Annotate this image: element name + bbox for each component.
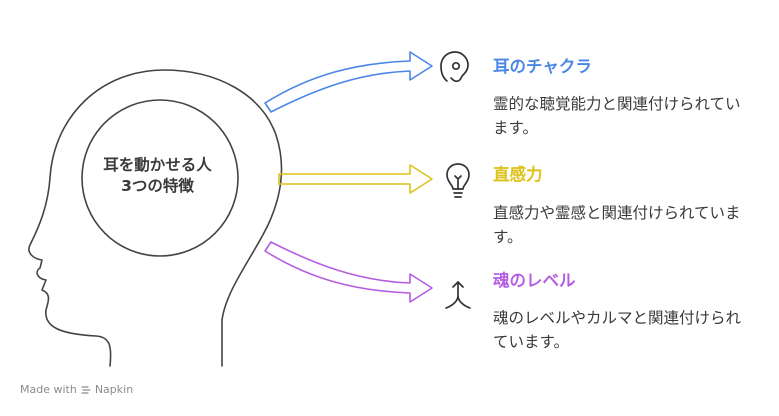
item-desc-intuition: 直感力や霊感と関連付けられています。: [493, 204, 741, 246]
head-silhouette: [28, 69, 283, 367]
item-title-ear-chakra: 耳のチャクラ: [493, 57, 592, 76]
footer-credit: Made with Napkin: [20, 383, 133, 396]
footer-made-with: Made with: [20, 383, 77, 396]
item-title-soul-level: 魂のレベル: [493, 271, 576, 290]
arrow-intuition: [278, 164, 433, 194]
center-title-line1: 耳を動かせる人: [103, 156, 212, 174]
center-circle: [81, 99, 239, 257]
ear-icon: [440, 51, 469, 83]
center-title-line2: 3つの特徴: [121, 177, 194, 195]
center-title: 耳を動かせる人 3つの特徴: [80, 155, 235, 197]
split-arrow-icon: [445, 281, 471, 309]
arrow-soul-level: [264, 241, 433, 303]
footer-brand: Napkin: [94, 383, 134, 396]
item-desc-ear-chakra: 霊的な聴覚能力と関連付けられています。: [493, 95, 741, 137]
lightbulb-icon: [446, 163, 470, 198]
item-desc-soul-level: 魂のレベルやカルマと関連付けられています。: [493, 309, 742, 351]
item-title-intuition: 直感力: [493, 165, 543, 184]
arrow-ear-chakra: [264, 51, 433, 113]
napkin-logo-icon: [81, 385, 91, 394]
